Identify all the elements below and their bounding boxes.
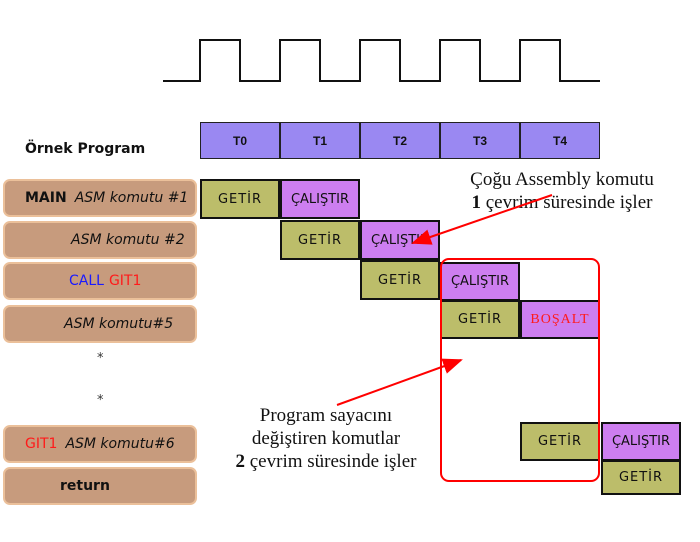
note-text: çevrim süresinde işler <box>245 451 417 472</box>
fetch-cell-3: GETİR <box>360 260 440 300</box>
single-cycle-note: Çoğu Assembly komutu 1 çevrim süresinde … <box>432 168 692 214</box>
program-row-2: ASM komutu #2 <box>3 221 197 259</box>
note-text: çevrim süresinde işler <box>481 192 653 213</box>
program-row-5: GIT1 ASM komutu#6 <box>3 425 197 463</box>
cycle-count: 2 <box>235 451 246 472</box>
main-label: MAIN <box>25 190 67 206</box>
note-line: Program sayacını <box>259 405 393 426</box>
program-row-4: ASM komutu#5 <box>3 305 197 343</box>
time-slot-t2: T2 <box>360 122 440 159</box>
time-slot-t0: T0 <box>200 122 280 159</box>
program-row-3: CALL GIT1 <box>3 262 197 300</box>
clock-waveform <box>163 39 600 82</box>
instruction-text: ASM komutu #1 <box>74 190 189 206</box>
execute-cell-2: ÇALIŞTIR <box>360 220 440 260</box>
cycle-count: 1 <box>471 192 482 213</box>
execute-cell-3: ÇALIŞTIR <box>440 262 520 301</box>
label-git1: GIT1 <box>25 436 58 452</box>
program-row-6: return <box>3 467 197 505</box>
execute-cell-4: ÇALIŞTIR <box>601 422 681 461</box>
flush-cell: BOŞALT <box>520 300 600 339</box>
program-title: Örnek Program <box>25 141 146 157</box>
ellipsis-star-2: * <box>97 393 104 408</box>
return-keyword: return <box>60 478 110 494</box>
execute-cell-1: ÇALIŞTIR <box>280 179 360 219</box>
program-row-1: MAIN ASM komutu #1 <box>3 179 197 217</box>
instruction-text: ASM komutu#6 <box>65 436 175 452</box>
instruction-text: ASM komutu #2 <box>71 232 185 248</box>
note-line: 1 çevrim süresinde işler <box>432 191 692 214</box>
ellipsis-star-1: * <box>97 351 104 366</box>
note-line: değiştiren komutlar <box>251 428 401 449</box>
note-line: 2 çevrim süresinde işler <box>196 450 456 473</box>
fetch-cell-2: GETİR <box>280 220 360 260</box>
two-cycle-note: Program sayacını değiştiren komutlar 2 ç… <box>196 404 456 473</box>
instruction-text: ASM komutu#5 <box>64 316 174 332</box>
note-line: Çoğu Assembly komutu <box>470 169 654 190</box>
call-target: GIT1 <box>108 273 142 289</box>
fetch-cell-1: GETİR <box>200 179 280 219</box>
call-keyword: CALL <box>69 273 104 289</box>
time-slot-t4: T4 <box>520 122 600 159</box>
time-slot-t1: T1 <box>280 122 360 159</box>
two-cycle-highlight-box <box>440 258 600 482</box>
time-slot-t3: T3 <box>440 122 520 159</box>
clock-signal-line <box>163 39 600 82</box>
fetch-cell-6: GETİR <box>601 460 681 495</box>
